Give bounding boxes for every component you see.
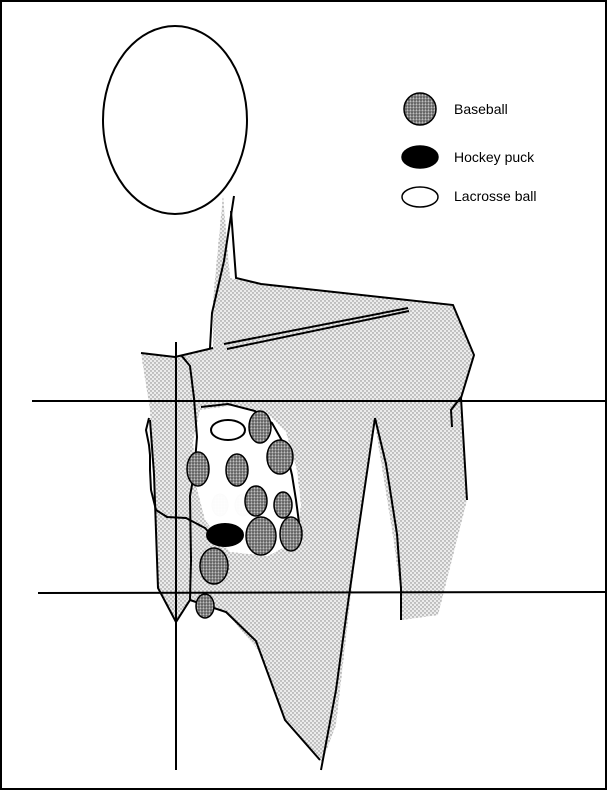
baseball-4 xyxy=(226,454,248,486)
baseball-8 xyxy=(280,517,302,551)
hockey-puck xyxy=(207,524,243,546)
baseball-legend-marker xyxy=(404,93,436,125)
baseball-3 xyxy=(187,452,209,486)
baseball-10 xyxy=(196,594,214,618)
legend: Baseball Hockey puck Lacrosse ball xyxy=(402,93,537,207)
baseball-6 xyxy=(274,492,292,518)
head-oval xyxy=(103,26,247,214)
baseball-legend-label: Baseball xyxy=(454,101,508,117)
baseball-7 xyxy=(246,517,276,555)
lower-horizontal-guide-line xyxy=(38,592,606,593)
baseball-9 xyxy=(200,548,228,584)
baseball-2 xyxy=(267,440,293,474)
hockey-puck-legend-label: Hockey puck xyxy=(454,149,535,165)
baseball-1 xyxy=(249,411,271,443)
lacrosse-ball-legend-marker xyxy=(402,187,438,207)
baseball-11 xyxy=(235,494,251,516)
baseball-12 xyxy=(212,494,228,516)
hockey-puck-legend-marker xyxy=(402,146,438,168)
lacrosse-ball-legend-label: Lacrosse ball xyxy=(454,188,537,204)
lacrosse-ball xyxy=(211,420,245,440)
